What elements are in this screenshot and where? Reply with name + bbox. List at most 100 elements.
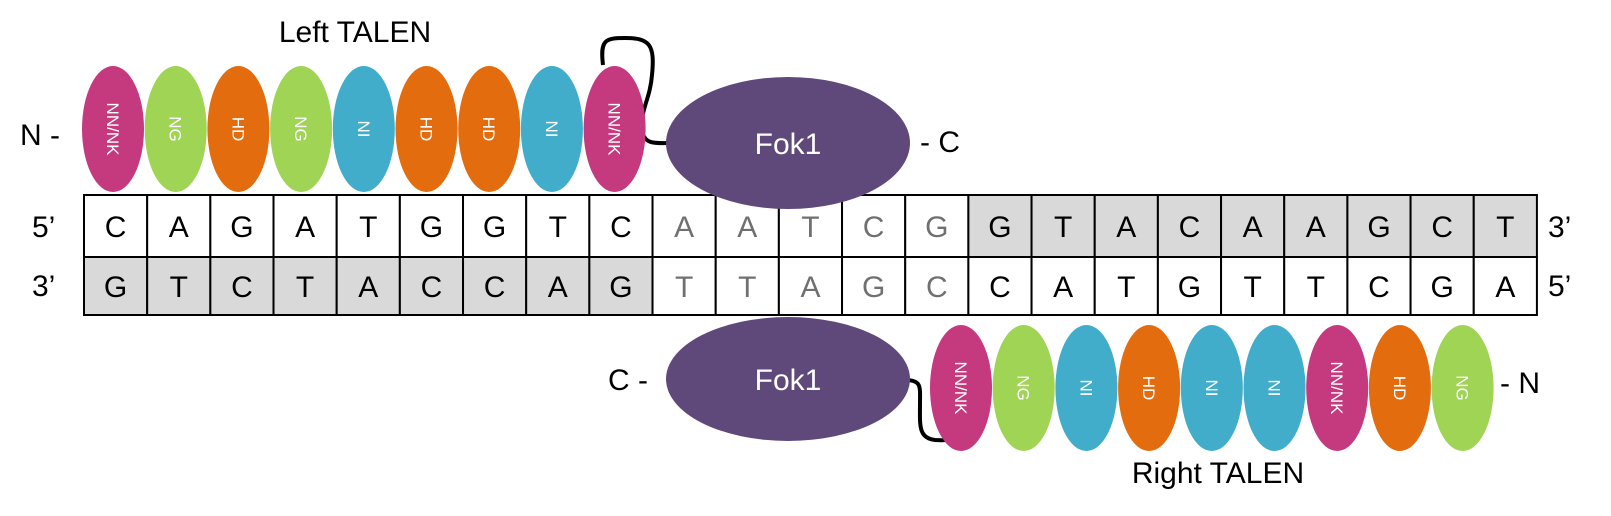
base-letter: G xyxy=(609,271,632,304)
repeat-module: NI xyxy=(1243,325,1306,451)
repeat-ellipse xyxy=(395,66,458,192)
repeat-module: HD xyxy=(458,66,521,192)
repeat-label: NG xyxy=(1453,375,1472,401)
repeat-label: NG xyxy=(1014,375,1033,401)
base-cell xyxy=(1283,256,1349,316)
repeat-module: NG xyxy=(144,66,207,192)
base-letter: A xyxy=(358,271,378,304)
base-letter: T xyxy=(1307,271,1325,304)
base-letter: C xyxy=(1431,211,1453,244)
base-cell xyxy=(146,194,212,258)
base-letter: C xyxy=(1179,211,1201,244)
repeat-module: NG xyxy=(1431,325,1494,451)
repeat-label: NI xyxy=(542,121,561,138)
base-letter: G xyxy=(1430,271,1453,304)
base-letter: C xyxy=(610,211,632,244)
base-letter: T xyxy=(359,211,377,244)
repeat-label: NG xyxy=(291,116,310,142)
repeat-ellipse xyxy=(1431,325,1494,451)
base-letter: C xyxy=(105,211,127,244)
base-cell xyxy=(1346,256,1412,316)
repeat-label: NG xyxy=(166,116,185,142)
left-talen-title: Left TALEN xyxy=(279,16,431,49)
base-letter: A xyxy=(674,211,694,244)
base-letter: A xyxy=(548,271,568,304)
right-talen-title: Right TALEN xyxy=(1132,457,1304,490)
base-letter: T xyxy=(675,271,693,304)
repeat-label: HD xyxy=(479,117,498,142)
right-talen-c-terminus: C - xyxy=(608,364,648,397)
repeat-label: NI xyxy=(1076,380,1095,397)
repeat-ellipse xyxy=(1180,325,1243,451)
base-letter: T xyxy=(738,271,756,304)
base-letter: A xyxy=(1495,271,1515,304)
repeat-label: NN/NK xyxy=(605,103,624,157)
base-cell xyxy=(1030,256,1096,316)
repeat-ellipse xyxy=(520,66,583,192)
base-cell xyxy=(209,256,275,316)
repeat-label: NI xyxy=(1202,380,1221,397)
repeat-label: HD xyxy=(228,117,247,142)
repeat-ellipse xyxy=(144,66,207,192)
right-fok1-label: Fok1 xyxy=(755,364,822,397)
repeat-module: NN/NK xyxy=(82,66,144,192)
repeat-module: NI xyxy=(1055,325,1118,451)
base-cell xyxy=(272,256,338,316)
base-letter: A xyxy=(1306,211,1326,244)
repeat-module: HD xyxy=(395,66,458,192)
base-cell xyxy=(1472,256,1538,316)
base-letter: A xyxy=(1243,211,1263,244)
repeat-label: NI xyxy=(354,121,373,138)
right-talen-repeats: NN/NK NG NI HD NI NI NN/NK HD NG xyxy=(930,325,1494,451)
base-cell xyxy=(841,256,907,316)
repeat-label: HD xyxy=(417,117,436,142)
repeat-ellipse xyxy=(1055,325,1118,451)
base-letter: T xyxy=(549,211,567,244)
base-letter: T xyxy=(1496,211,1514,244)
base-cell xyxy=(462,256,528,316)
repeat-ellipse xyxy=(207,66,270,192)
base-letter: T xyxy=(1243,271,1261,304)
base-letter: T xyxy=(1054,211,1072,244)
base-letter: C xyxy=(484,271,506,304)
base-cell xyxy=(588,256,654,316)
base-letter: C xyxy=(231,271,253,304)
base-letter: T xyxy=(801,211,819,244)
base-cell xyxy=(462,194,528,258)
left-talen-repeats: NN/NK NG HD NG NI HD HD NI NN/NK xyxy=(82,66,646,192)
base-letter: A xyxy=(295,211,315,244)
repeat-ellipse xyxy=(332,66,395,192)
base-cell xyxy=(904,256,970,316)
repeat-ellipse xyxy=(1118,325,1181,451)
left-linker xyxy=(600,35,673,146)
repeat-module: HD xyxy=(207,66,270,192)
base-letter: C xyxy=(1368,271,1390,304)
base-letter: A xyxy=(1116,211,1136,244)
base-letter: A xyxy=(737,211,757,244)
base-cell xyxy=(83,256,149,316)
base-letter: C xyxy=(863,211,885,244)
repeat-label: NN/NK xyxy=(103,103,122,157)
repeat-module: NG xyxy=(270,66,333,192)
base-letter: G xyxy=(483,211,506,244)
left-talen-n-terminus: N - xyxy=(20,119,60,152)
top-strand-5prime-label: 5’ xyxy=(32,211,55,244)
repeat-module: NN/NK xyxy=(930,325,992,451)
top-strand-3prime-label: 3’ xyxy=(1548,211,1571,244)
repeat-ellipse xyxy=(930,325,992,451)
base-letter: A xyxy=(169,211,189,244)
base-letter: A xyxy=(1053,271,1073,304)
base-letter: G xyxy=(1367,211,1390,244)
base-cell xyxy=(525,194,591,258)
repeat-label: NN/NK xyxy=(1327,362,1346,416)
base-letter: G xyxy=(925,211,948,244)
base-cell xyxy=(146,256,212,316)
base-cell xyxy=(1346,194,1412,258)
base-letter: G xyxy=(104,271,127,304)
bottom-strand-5prime-label: 5’ xyxy=(1548,270,1571,303)
base-letter: C xyxy=(989,271,1011,304)
repeat-label: HD xyxy=(1390,376,1409,401)
repeat-label: HD xyxy=(1139,376,1158,401)
